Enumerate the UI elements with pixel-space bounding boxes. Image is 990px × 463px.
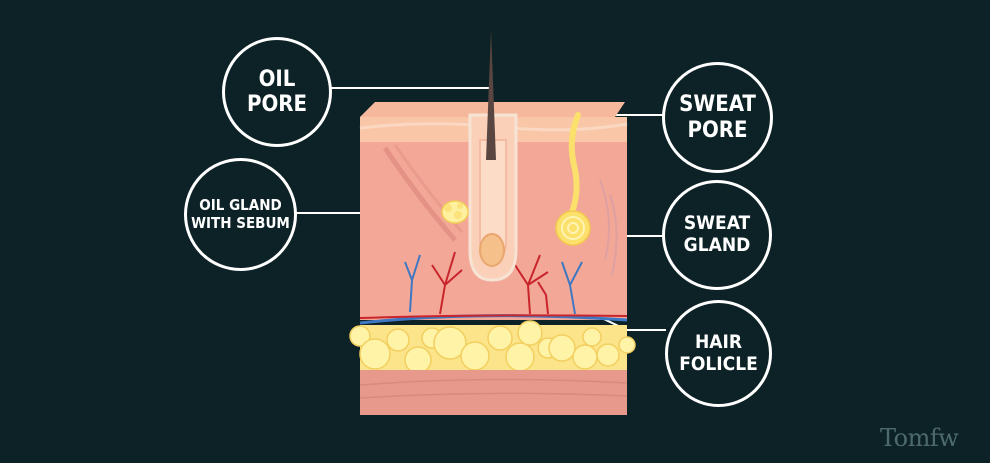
skin-block (349, 30, 636, 415)
fat-cells (349, 320, 636, 374)
oil-pore-label-line2: PORE (246, 92, 308, 117)
hypodermis-layer (360, 370, 627, 415)
oil-pore-callout: OIL PORE (222, 37, 332, 147)
sweat-gland-callout: SWEAT GLAND (662, 180, 772, 290)
oil-gland-label-line2: WITH SEBUM (191, 213, 290, 232)
hair-shaft (486, 30, 496, 160)
sweat-gland-label-line1: SWEAT (683, 212, 751, 235)
artery-branch-right (514, 254, 549, 315)
oil-pore-label-line1: OIL (258, 66, 296, 92)
hair-bulb (479, 233, 505, 267)
sweat-pore-label-line1: SWEAT (679, 92, 756, 118)
sweat-gland-coil (555, 210, 591, 246)
dermis-fiber (382, 146, 457, 242)
hair-follicle-callout: HAIR FOLICLE (665, 300, 772, 407)
sweat-gland-label-line2: GLAND (683, 234, 751, 256)
sweat-pore-label-line2: PORE (687, 117, 748, 143)
artery-branch (431, 251, 463, 315)
sweat-pore-callout: SWEAT PORE (662, 62, 773, 173)
hair-follicle-label-line2: FOLICLE (679, 352, 758, 375)
sweat-duct (568, 112, 581, 215)
oil-gland-sebum (441, 200, 469, 224)
oil-gland-callout: OIL GLAND WITH SEBUM (184, 158, 297, 271)
artery-horizontal (359, 314, 628, 319)
vein-branch-right (561, 261, 583, 315)
vein-branch (404, 254, 421, 313)
brand-watermark: Tomfw (880, 424, 959, 452)
hair-follicle-label-line1: HAIR (694, 330, 743, 353)
oil-gland-label-line1: OIL GLAND (199, 196, 282, 215)
